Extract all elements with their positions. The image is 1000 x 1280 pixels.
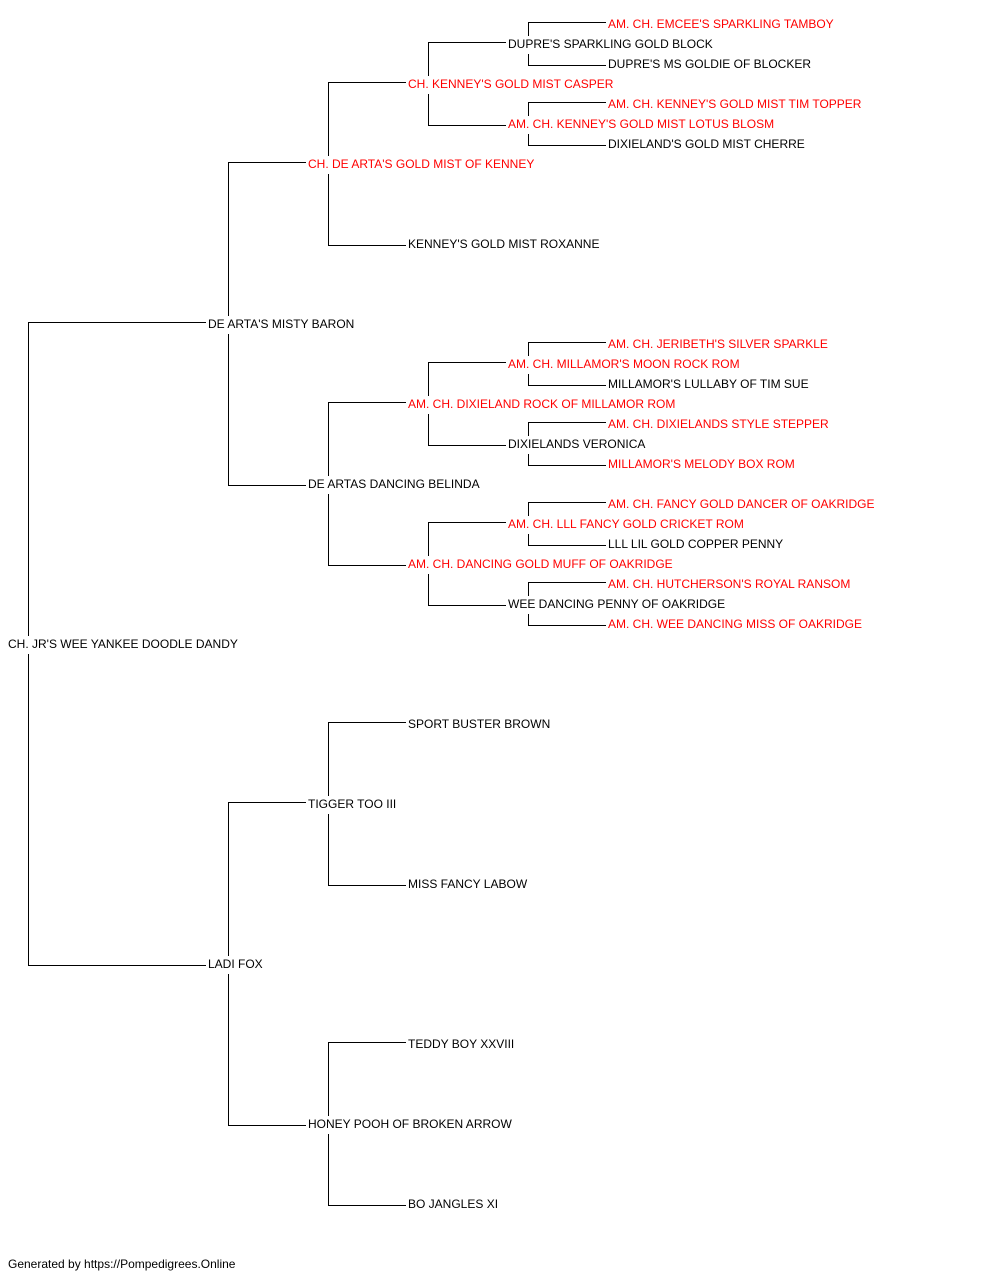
dog-name-sire-sire: CH. DE ARTA'S GOLD MIST OF KENNEY — [308, 157, 535, 171]
dog-name-sds-dam: DIXIELANDS VERONICA — [508, 437, 646, 451]
dog-name-dd-dam: BO JANGLES XI — [408, 1197, 499, 1211]
dog-name-dd-sire: TEDDY BOY XXVIII — [408, 1037, 515, 1051]
dog-name-g5-4: DIXIELAND'S GOLD MIST CHERRE — [608, 137, 805, 151]
dog-name-g5-2: DUPRE'S MS GOLDIE OF BLOCKER — [608, 57, 811, 71]
dog-name-ss-dam: KENNEY'S GOLD MIST ROXANNE — [408, 237, 600, 251]
dog-name-sss-dam: AM. CH. KENNEY'S GOLD MIST LOTUS BLOSM — [508, 117, 775, 131]
dog-name-sd-dam: AM. CH. DANCING GOLD MUFF OF OAKRIDGE — [408, 557, 673, 571]
dog-name-subject: CH. JR'S WEE YANKEE DOODLE DANDY — [8, 637, 238, 651]
dog-name-dam-dam: HONEY POOH OF BROKEN ARROW — [308, 1117, 512, 1131]
footer-credit: Generated by https://Pompedigrees.Online — [8, 1257, 236, 1271]
dog-name-ss-sire: CH. KENNEY'S GOLD MIST CASPER — [408, 77, 614, 91]
dog-name-g5-5: AM. CH. JERIBETH'S SILVER SPARKLE — [608, 337, 828, 351]
dog-name-sdd-dam: WEE DANCING PENNY OF OAKRIDGE — [508, 597, 726, 611]
dog-name-dam-sire: TIGGER TOO III — [308, 797, 397, 811]
dog-name-g5-9: AM. CH. FANCY GOLD DANCER OF OAKRIDGE — [608, 497, 875, 511]
dog-name-sire-dam: DE ARTAS DANCING BELINDA — [308, 477, 480, 491]
dog-name-sire: DE ARTA'S MISTY BARON — [208, 317, 355, 331]
dog-name-g5-7: AM. CH. DIXIELANDS STYLE STEPPER — [608, 417, 829, 431]
dog-name-g5-8: MILLAMOR'S MELODY BOX ROM — [608, 457, 795, 471]
dog-name-g5-3: AM. CH. KENNEY'S GOLD MIST TIM TOPPER — [608, 97, 862, 111]
dog-name-sss-sire: DUPRE'S SPARKLING GOLD BLOCK — [508, 37, 713, 51]
dog-name-g5-6: MILLAMOR'S LULLABY OF TIM SUE — [608, 377, 809, 391]
dog-name-g5-10: LLL LIL GOLD COPPER PENNY — [608, 537, 784, 551]
dog-name-sdd-sire: AM. CH. LLL FANCY GOLD CRICKET ROM — [508, 517, 744, 531]
dog-name-sd-sire: AM. CH. DIXIELAND ROCK OF MILLAMOR ROM — [408, 397, 676, 411]
dog-name-sds-sire: AM. CH. MILLAMOR'S MOON ROCK ROM — [508, 357, 740, 371]
dog-name-g5-12: AM. CH. WEE DANCING MISS OF OAKRIDGE — [608, 617, 863, 631]
dog-name-ds-dam: MISS FANCY LABOW — [408, 877, 528, 891]
dog-name-ds-sire: SPORT BUSTER BROWN — [408, 717, 551, 731]
dog-name-g5-1: AM. CH. EMCEE'S SPARKLING TAMBOY — [608, 17, 834, 31]
dog-name-dam: LADI FOX — [208, 957, 263, 971]
dog-name-g5-11: AM. CH. HUTCHERSON'S ROYAL RANSOM — [608, 577, 851, 591]
